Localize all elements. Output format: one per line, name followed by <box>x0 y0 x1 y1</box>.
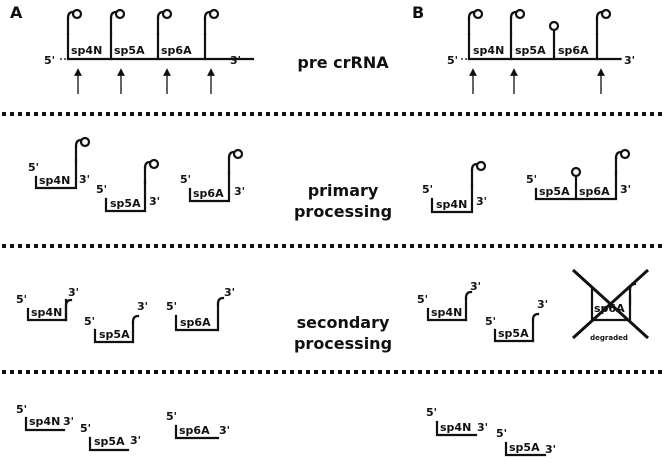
primary-fragment-sp4n: 5' sp4N 3' <box>28 136 91 190</box>
svg-text:3': 3' <box>219 424 230 437</box>
mature-crrna-sp6a: 5' sp6A 3' <box>166 410 230 440</box>
primary-fragment-sp6a: 5' sp6A 3' <box>180 148 245 203</box>
svg-text:3': 3' <box>476 195 487 208</box>
svg-text:sp5A: sp5A <box>539 185 570 198</box>
pre-crrna-b: 5' sp4N sp5A sp6A 3' <box>447 8 635 94</box>
secondary-fragment-sp5a: 5' sp5A 3' <box>84 300 148 344</box>
svg-text:sp4N: sp4N <box>440 421 471 434</box>
secondary-fragment-sp6a: 5' sp6A 3' <box>166 286 235 332</box>
svg-text:sp5A: sp5A <box>99 328 130 341</box>
svg-text:sp6A: sp6A <box>180 316 211 329</box>
svg-text:sp6A: sp6A <box>579 185 610 198</box>
svg-text:5': 5' <box>84 315 95 328</box>
svg-text:sp4N: sp4N <box>436 198 467 211</box>
stage-label-primary: primary <box>308 181 379 200</box>
svg-text:5': 5' <box>96 183 107 196</box>
stage-label-secondary: secondary <box>297 313 390 332</box>
spacer-sp4n: sp4N <box>473 44 504 57</box>
mature-crrna-sp5a: 5' sp5A 3' <box>80 422 141 452</box>
svg-text:sp5A: sp5A <box>509 441 540 454</box>
svg-text:5': 5' <box>180 173 191 186</box>
mature-crrna-sp4n: 5' sp4N 3' <box>16 403 74 432</box>
svg-text:5': 5' <box>485 315 496 328</box>
svg-text:sp4N: sp4N <box>31 306 62 319</box>
degraded-fragment-sp6a: sp6A degraded <box>571 268 650 342</box>
svg-text:3': 3' <box>149 195 160 208</box>
svg-text:sp5A: sp5A <box>498 327 529 340</box>
svg-text:sp5A: sp5A <box>94 435 125 448</box>
svg-text:3': 3' <box>545 443 556 456</box>
svg-text:3': 3' <box>470 280 481 293</box>
five-prime-end: 5' <box>44 54 55 67</box>
svg-text:3': 3' <box>137 300 148 313</box>
spacer-sp5a: sp5A <box>114 44 145 57</box>
panel-b-label: B <box>412 3 424 22</box>
svg-text:sp5A: sp5A <box>110 197 141 210</box>
primary-fragment-b-sp5a-sp6a: 5' sp5A sp6A 3' <box>526 148 631 201</box>
stage-label-pre-crrna: pre crRNA <box>297 53 389 72</box>
svg-text:3': 3' <box>63 415 74 428</box>
svg-text:5': 5' <box>16 293 27 306</box>
cross-out-mark <box>571 268 650 340</box>
svg-text:3': 3' <box>130 434 141 447</box>
svg-text:5': 5' <box>417 293 428 306</box>
primary-fragment-b-sp4n: 5' sp4N 3' <box>422 160 487 214</box>
svg-text:sp6A: sp6A <box>179 424 210 437</box>
svg-text:5': 5' <box>496 427 507 440</box>
degraded-label: degraded <box>590 334 628 342</box>
svg-text:3': 3' <box>234 185 245 198</box>
svg-text:sp4N: sp4N <box>29 415 60 428</box>
secondary-fragment-sp4n: 5' sp4N 3' <box>16 286 79 322</box>
svg-text:3': 3' <box>537 298 548 311</box>
stage-label-primary-processing: processing <box>294 202 392 221</box>
svg-text:5': 5' <box>28 161 39 174</box>
spacer-sp4n: sp4N <box>71 44 102 57</box>
stage-label-secondary-processing: processing <box>294 334 392 353</box>
three-prime-end: 3' <box>624 54 635 67</box>
spacer-sp6a: sp6A <box>558 44 589 57</box>
svg-text:3': 3' <box>68 286 79 299</box>
svg-text:5': 5' <box>422 183 433 196</box>
spacer-sp6a: sp6A <box>161 44 192 57</box>
secondary-fragment-b-sp5a: 5' sp5A 3' <box>485 298 548 343</box>
secondary-fragment-b-sp4n: 5' sp4N 3' <box>417 280 481 322</box>
three-prime-end: 3' <box>230 54 241 67</box>
svg-text:5': 5' <box>166 300 177 313</box>
five-prime-end: 5' <box>447 54 458 67</box>
mature-crrna-b-sp5a: 5' sp5A 3' <box>496 427 556 457</box>
pre-crrna-a: 5' sp4N sp5A sp6A 3' <box>44 8 255 94</box>
svg-text:3': 3' <box>224 286 235 299</box>
primary-fragment-sp5a: 5' sp5A 3' <box>96 158 160 213</box>
svg-text:3': 3' <box>79 173 90 186</box>
svg-text:3': 3' <box>620 183 631 196</box>
spacer-sp5a: sp5A <box>515 44 546 57</box>
svg-text:3': 3' <box>477 421 488 434</box>
panel-a-label: A <box>10 3 23 22</box>
svg-text:5': 5' <box>426 406 437 419</box>
svg-text:sp6A: sp6A <box>193 187 224 200</box>
svg-text:5': 5' <box>526 173 537 186</box>
svg-text:sp4N: sp4N <box>431 306 462 319</box>
svg-text:5': 5' <box>80 422 91 435</box>
mature-crrna-b-sp4n: 5' sp4N 3' <box>426 406 488 437</box>
svg-text:5': 5' <box>166 410 177 423</box>
svg-text:5': 5' <box>16 403 27 416</box>
svg-text:sp4N: sp4N <box>39 174 70 187</box>
